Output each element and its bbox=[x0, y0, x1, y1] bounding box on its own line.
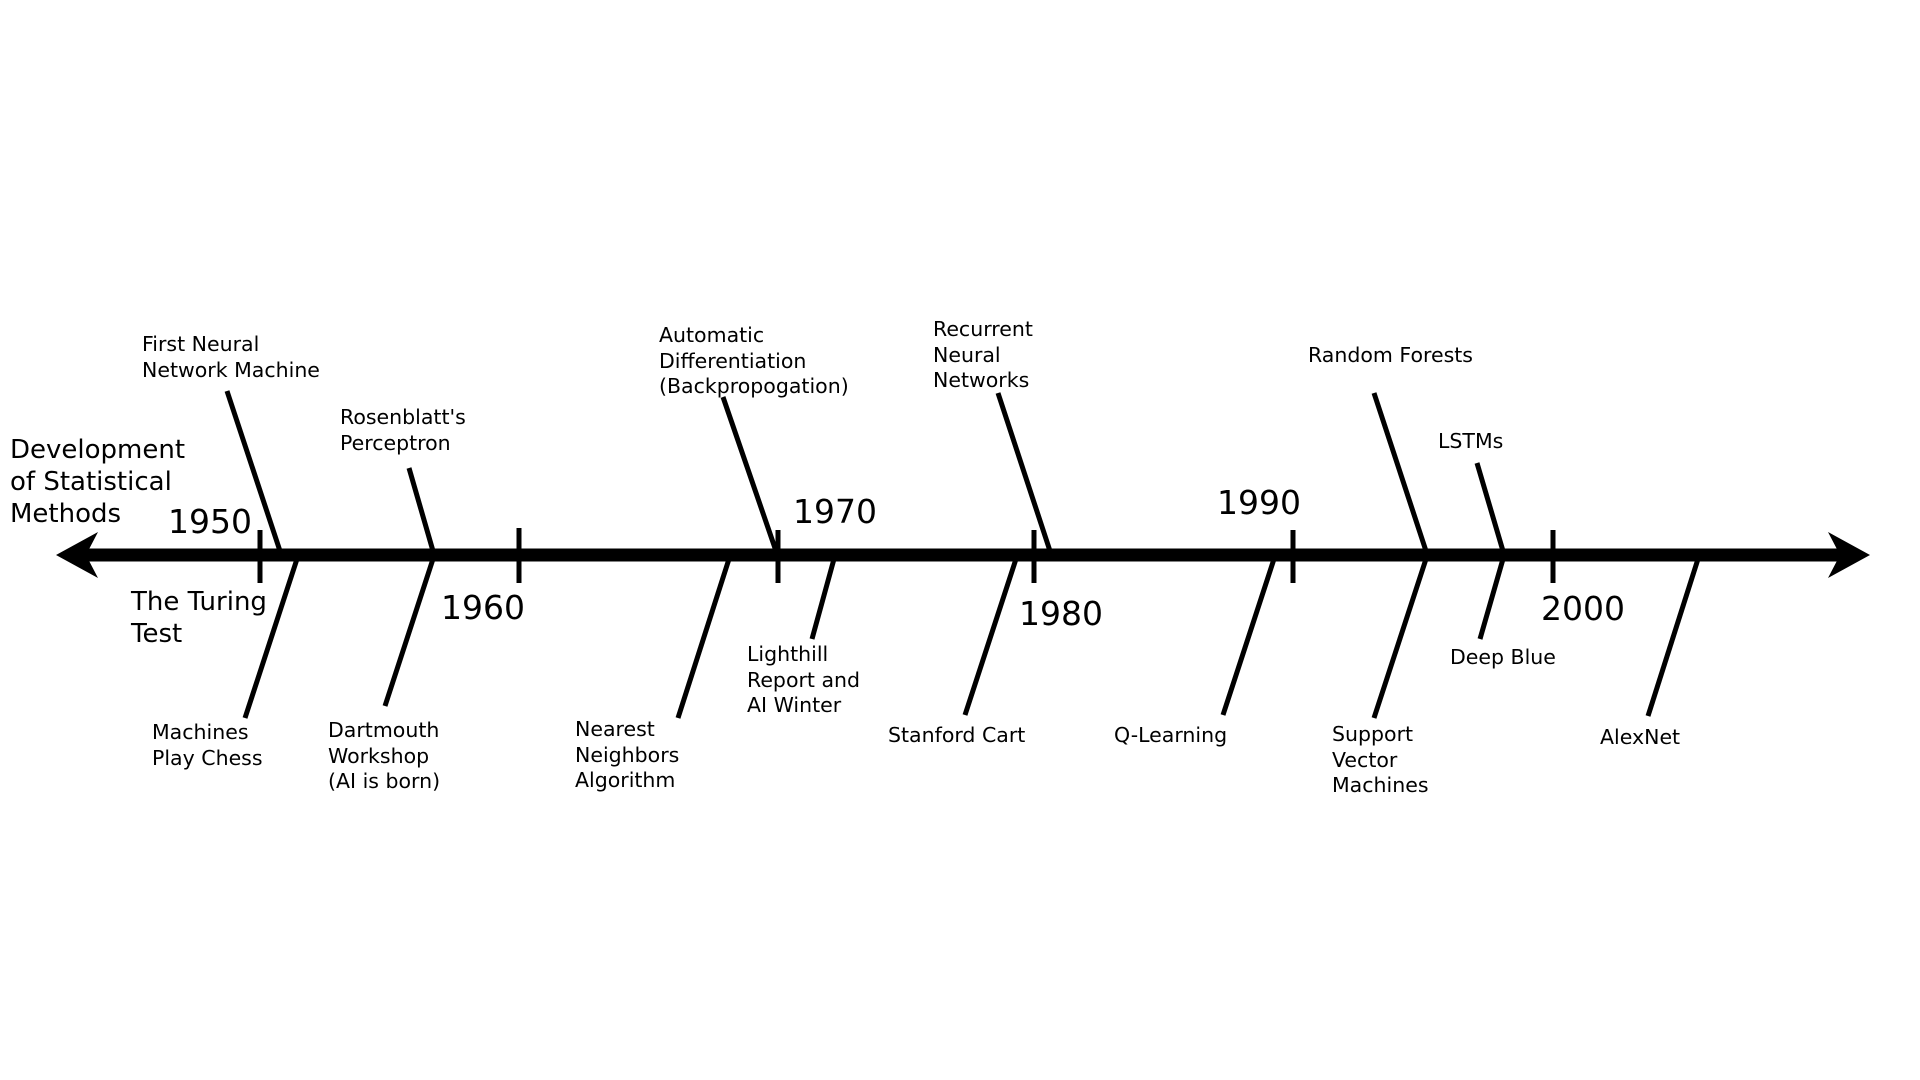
year-label-1960: 1960 bbox=[441, 588, 525, 627]
connector-support-vector-machines bbox=[1371, 558, 1429, 719]
left-arrowhead bbox=[56, 532, 98, 578]
year-label-1990: 1990 bbox=[1217, 483, 1301, 522]
connector-stanford-cart bbox=[962, 558, 1019, 716]
event-deep-blue: Deep Blue bbox=[1450, 645, 1556, 669]
event-dartmouth-workshop: Dartmouth Workshop (AI is born) bbox=[328, 718, 441, 793]
year-label-1970: 1970 bbox=[793, 492, 877, 531]
event-support-vector-machines: Support Vector Machines bbox=[1332, 722, 1429, 797]
connector-nearest-neighbors bbox=[675, 558, 732, 719]
event-first-neural-network-machine: First Neural Network Machine bbox=[142, 332, 320, 382]
connector-dartmouth-workshop bbox=[382, 558, 436, 707]
event-automatic-differentiation: Automatic Differentiation (Backpropogati… bbox=[659, 323, 849, 398]
event-nearest-neighbors-algorithm: Nearest Neighbors Algorithm bbox=[575, 717, 680, 792]
event-recurrent-neural-networks: Recurrent Neural Networks bbox=[933, 317, 1033, 392]
event-lighthill-report: Lighthill Report and AI Winter bbox=[747, 642, 861, 717]
diagram-title: Development of Statistical Methods bbox=[10, 435, 186, 529]
connector-random-forests bbox=[1371, 392, 1429, 552]
right-arrowhead bbox=[1828, 532, 1870, 578]
connector-lighthill-report bbox=[809, 558, 837, 640]
year-label-1950: 1950 bbox=[168, 502, 252, 541]
event-stanford-cart: Stanford Cart bbox=[888, 723, 1026, 747]
connector-lstms bbox=[1474, 462, 1506, 552]
connector-automatic-differentiation bbox=[720, 396, 779, 552]
event-rosenblatts-perceptron: Rosenblatt's Perceptron bbox=[340, 405, 466, 455]
event-random-forests: Random Forests bbox=[1308, 343, 1473, 367]
connector-alexnet bbox=[1645, 558, 1701, 717]
connector-recurrent-neural-networks bbox=[995, 392, 1053, 552]
connector-rosenblatts-perceptron bbox=[406, 467, 436, 552]
connector-q-learning bbox=[1220, 558, 1277, 716]
event-the-turing-test: The Turing Test bbox=[131, 587, 267, 649]
year-label-1980: 1980 bbox=[1019, 594, 1103, 633]
event-alexnet: AlexNet bbox=[1600, 725, 1681, 749]
connector-deep-blue bbox=[1477, 558, 1506, 640]
event-lstms: LSTMs bbox=[1438, 429, 1504, 453]
event-q-learning: Q-Learning bbox=[1114, 723, 1228, 747]
connector-machines-play-chess bbox=[242, 558, 300, 719]
year-label-2000: 2000 bbox=[1541, 589, 1625, 628]
connector-first-neural-network-machine bbox=[224, 390, 283, 552]
event-machines-play-chess: Machines Play Chess bbox=[152, 720, 263, 770]
